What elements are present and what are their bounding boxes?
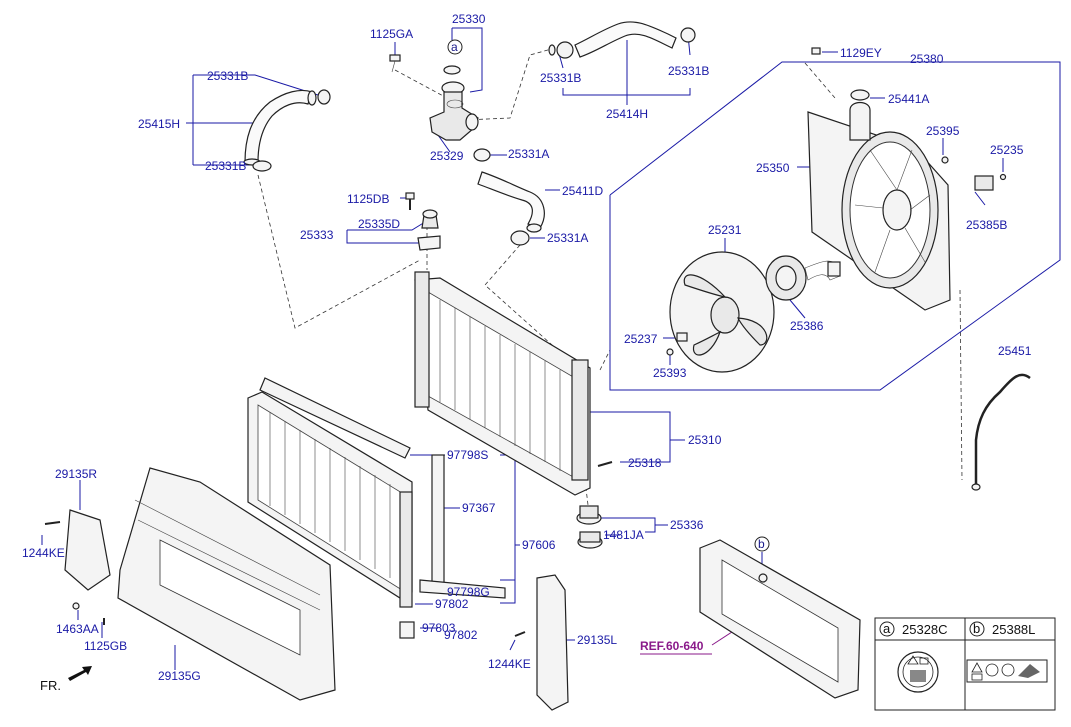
- radiator-25310: [414, 271, 613, 496]
- callout-b-circle: [754, 536, 770, 552]
- label-25380: 25380: [910, 52, 944, 66]
- legend-table: a 25328C b 25388L: [874, 617, 1056, 711]
- label-29135r: 29135R: [55, 467, 97, 481]
- label-a-callout: a: [451, 40, 458, 54]
- label-25329: 25329: [430, 149, 464, 163]
- warning-label-icon: [966, 659, 1048, 683]
- label-25331b-topleft: 25331B: [207, 69, 248, 83]
- label-25333: 25333: [300, 228, 334, 242]
- label-1244ke-left: 1244KE: [22, 546, 65, 560]
- label-25415h: 25415H: [138, 117, 180, 131]
- label-25411d: 25411D: [562, 184, 603, 198]
- legend-a-letter: a: [883, 621, 891, 636]
- label-97606: 97606: [522, 538, 556, 552]
- mount-bracket-parts: [405, 192, 441, 251]
- label-25385b: 25385B: [966, 218, 1007, 232]
- label-1244ke-right: 1244KE: [488, 657, 531, 671]
- air-guard-29135r: [44, 509, 111, 625]
- label-1125gb: 1125GB: [84, 639, 127, 653]
- callout-a-circle: [447, 39, 463, 55]
- label-25393: 25393: [653, 366, 687, 380]
- overflow-hose-25451: [971, 373, 1031, 491]
- label-1463aa: 1463AA: [56, 622, 99, 636]
- label-97798g: 97798G: [447, 585, 490, 599]
- label-25335d: 25335D: [358, 217, 400, 231]
- label-25350: 25350: [756, 161, 790, 175]
- label-1129ey: 1129EY: [840, 46, 882, 60]
- label-97798s: 97798S: [447, 448, 488, 462]
- legend-b-letter: b: [973, 621, 980, 636]
- label-97367: 97367: [462, 501, 496, 515]
- label-25331b-hose-left: 25331B: [540, 71, 581, 85]
- air-guard-29135g: [117, 467, 336, 701]
- label-1125ga: 1125GA: [370, 27, 413, 41]
- bolt-1125ga: [389, 54, 401, 73]
- label-b-callout: b: [758, 537, 765, 551]
- label-25331b-hose-right: 25331B: [668, 64, 709, 78]
- caution-label-icon: [897, 651, 939, 693]
- clamp-25331a-top: [473, 148, 491, 162]
- hose-25411d: [477, 171, 545, 246]
- label-25331a-mid: 25331A: [547, 231, 588, 245]
- fan-shroud-25350: [807, 47, 1007, 311]
- reference-link[interactable]: REF.60-640: [640, 639, 704, 653]
- label-25395: 25395: [926, 124, 960, 138]
- legend-a-circle: [879, 621, 895, 637]
- label-97802-b: 97802: [444, 628, 478, 642]
- fan-25231: [666, 251, 775, 373]
- label-25237: 25237: [624, 332, 658, 346]
- legend-b-circle: [969, 621, 985, 637]
- label-1125db: 1125DB: [347, 192, 389, 206]
- label-29135l: 29135L: [577, 633, 617, 647]
- leader-lines: [41, 27, 1061, 670]
- air-guard-29135l: [514, 574, 569, 711]
- reservoir-cap-symbol: [443, 65, 461, 75]
- part-labels: 25330 1125GA a 25331B 25415H 25331B 2532…: [22, 12, 1032, 693]
- radiator-insulators: [576, 505, 603, 549]
- hose-25414h: [548, 21, 696, 59]
- label-25451: 25451: [998, 344, 1032, 358]
- label-97802-a: 97802: [435, 597, 469, 611]
- label-25330: 25330: [452, 12, 486, 26]
- label-1481ja: 1481JA: [603, 528, 644, 542]
- label-front: FR.: [40, 678, 61, 693]
- legend-a-part: 25328C: [902, 622, 948, 637]
- label-25310: 25310: [688, 433, 722, 447]
- label-25336: 25336: [670, 518, 704, 532]
- label-25414h: 25414H: [606, 107, 648, 121]
- label-25441a: 25441A: [888, 92, 929, 106]
- hose-25415h: [243, 89, 331, 172]
- label-25386: 25386: [790, 319, 824, 333]
- water-outlet-housing: [429, 81, 479, 141]
- label-29135g: 29135G: [158, 669, 201, 683]
- label-25231: 25231: [708, 223, 742, 237]
- label-25235: 25235: [990, 143, 1024, 157]
- label-25331a-top: 25331A: [508, 147, 549, 161]
- front-arrow-icon: [68, 666, 92, 681]
- label-25331b-midleft: 25331B: [205, 159, 246, 173]
- condenser-97606: [247, 377, 506, 639]
- label-25318: 25318: [628, 456, 662, 470]
- legend-b-part: 25388L: [992, 622, 1035, 637]
- fan-motor-25386: [765, 255, 841, 301]
- label-97803: 97803: [422, 621, 456, 635]
- front-end-carrier: [699, 539, 861, 699]
